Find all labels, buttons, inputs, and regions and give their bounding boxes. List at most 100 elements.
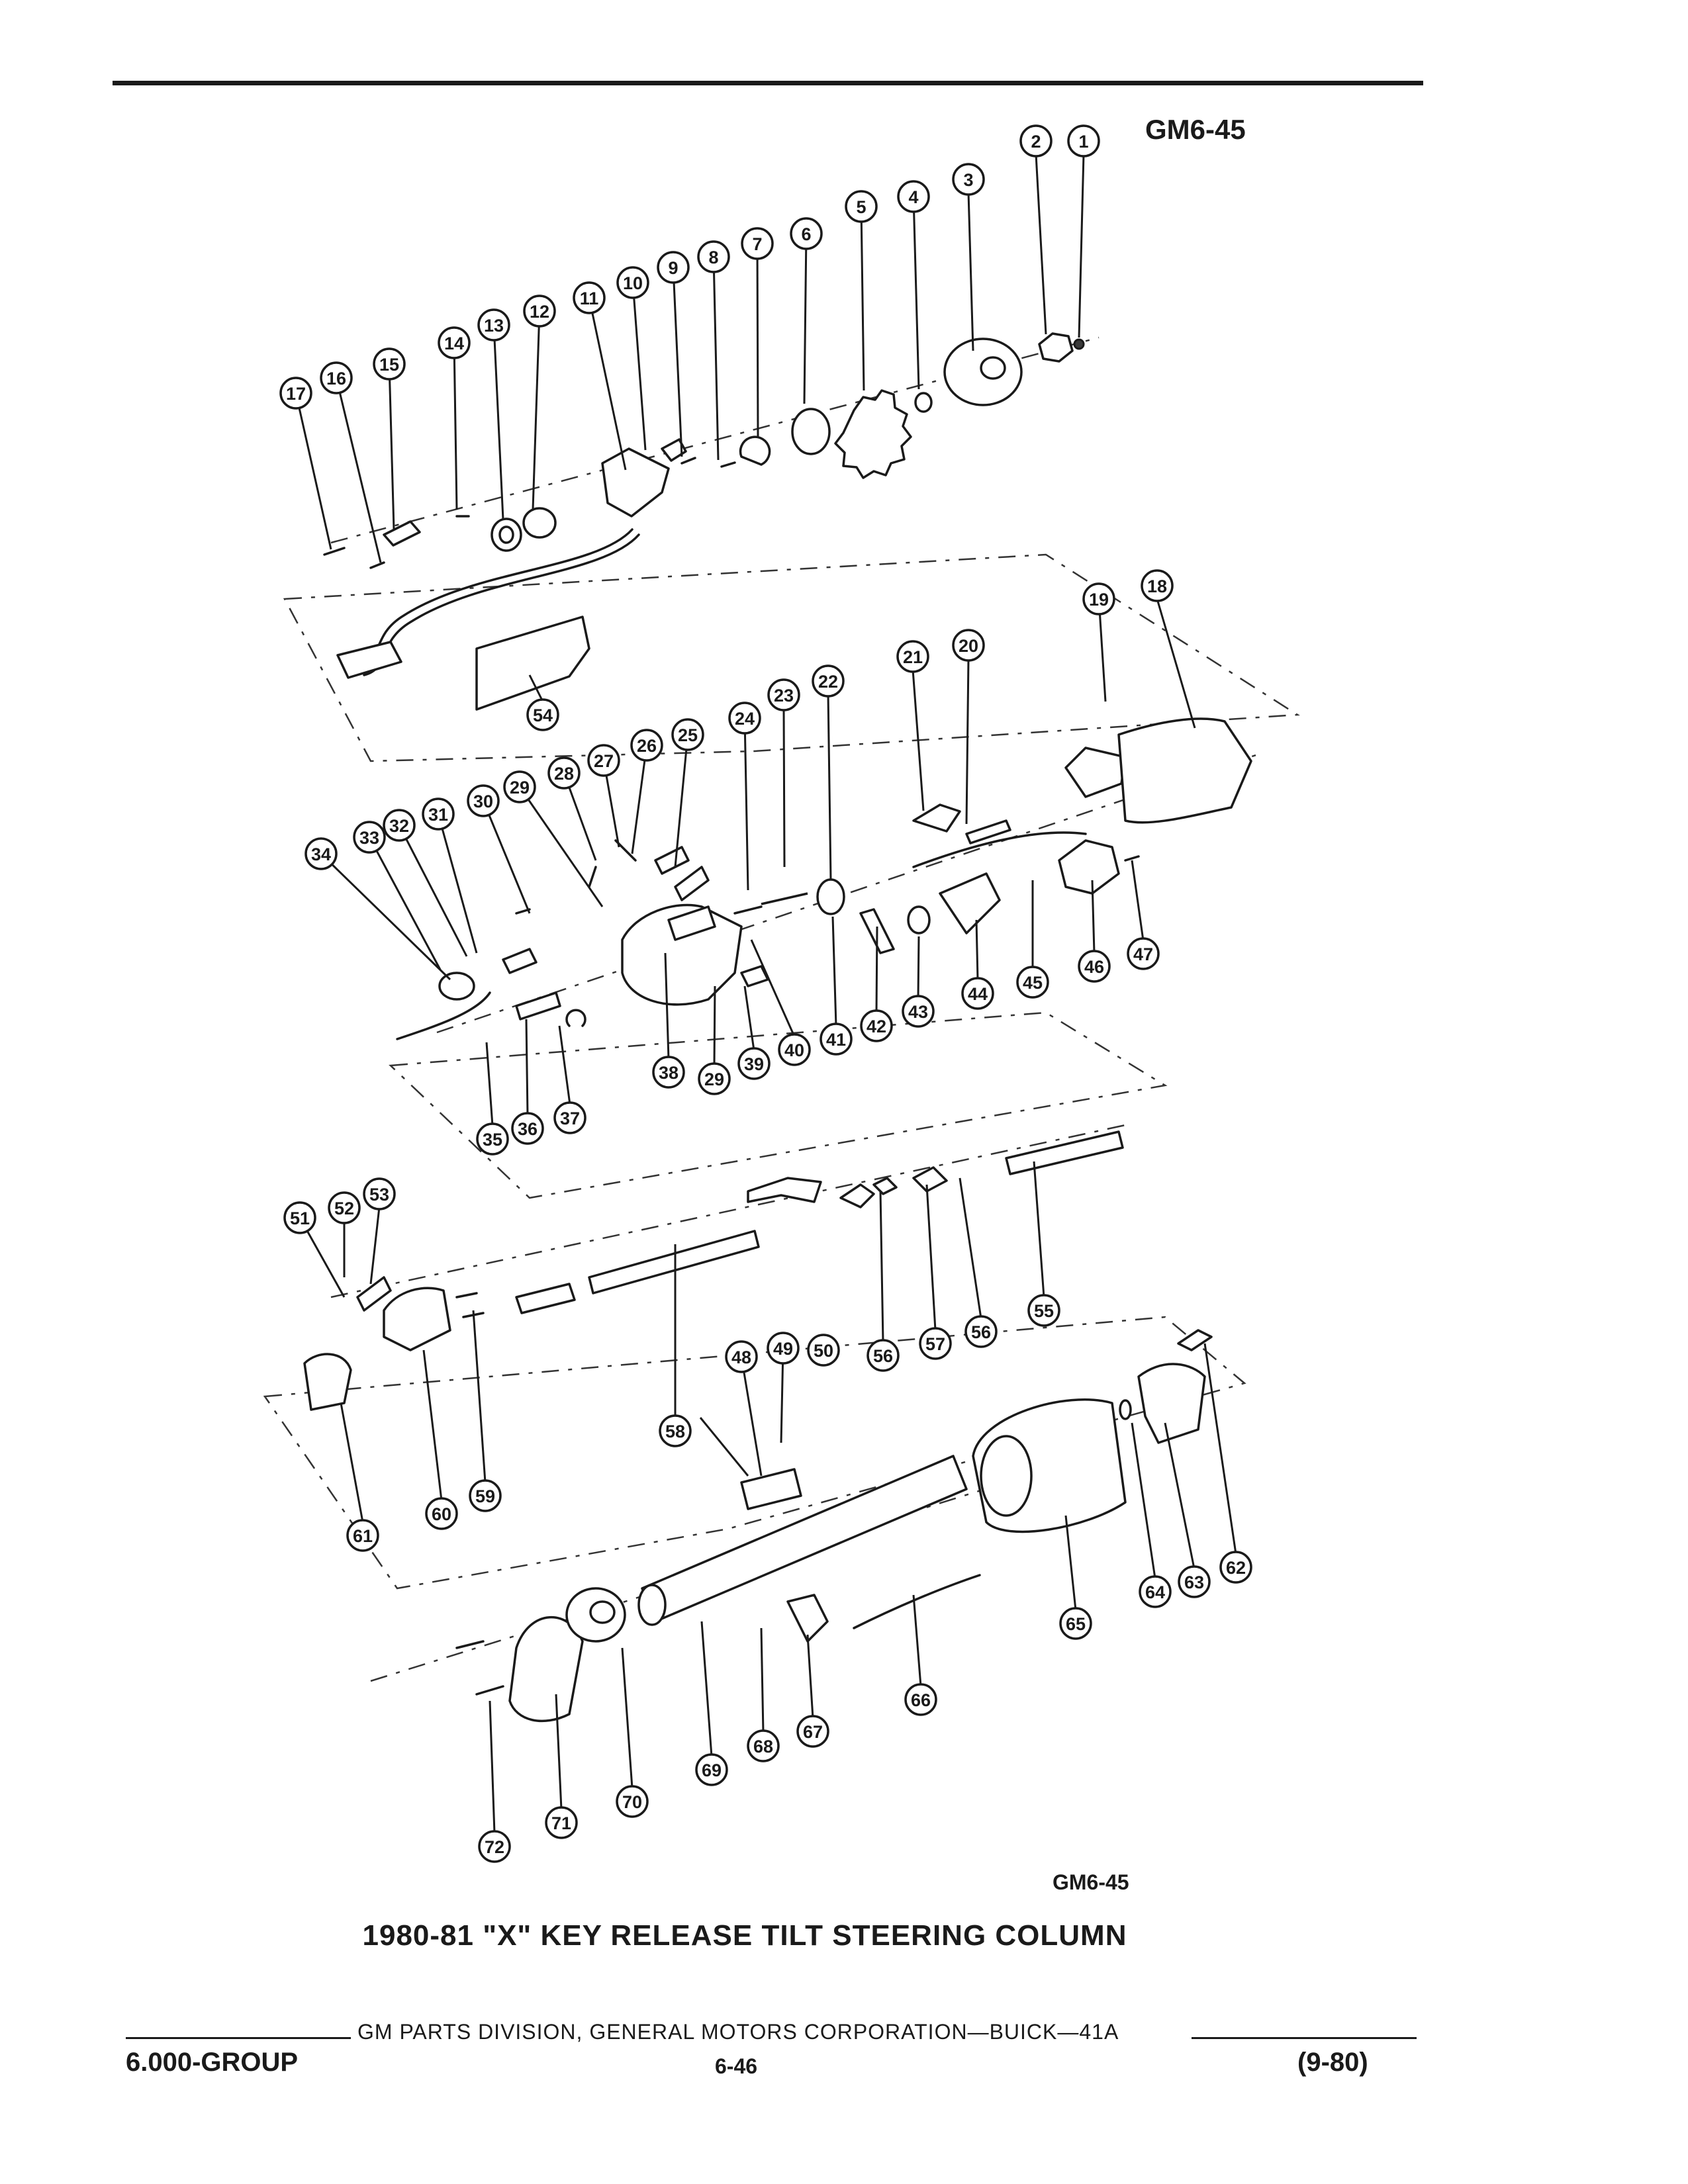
figure-code-top: GM6-45 bbox=[1145, 114, 1246, 145]
callout-circle bbox=[778, 1033, 811, 1066]
callout-circle bbox=[305, 837, 338, 870]
callout-circle bbox=[478, 1830, 511, 1863]
callout-circle bbox=[728, 702, 761, 735]
callout-circle bbox=[545, 1806, 578, 1839]
callout-circle bbox=[796, 1715, 829, 1748]
callout-number: 65 bbox=[1066, 1614, 1086, 1634]
callout-circle bbox=[425, 1497, 458, 1530]
callout-circle bbox=[279, 377, 312, 410]
callout-15: 15 bbox=[373, 347, 406, 381]
callout-circle bbox=[652, 1056, 685, 1089]
callout-number: 24 bbox=[735, 709, 755, 729]
callout-number: 70 bbox=[622, 1792, 642, 1812]
callout-71: 71 bbox=[545, 1806, 578, 1839]
callout-number: 9 bbox=[668, 258, 678, 278]
callout-42: 42 bbox=[860, 1009, 893, 1042]
callout-circle bbox=[1019, 124, 1053, 158]
callout-number: 36 bbox=[518, 1119, 538, 1139]
callout-circle bbox=[526, 698, 559, 731]
callout-circle bbox=[587, 744, 620, 777]
callout-circle bbox=[523, 295, 556, 328]
callout-39: 39 bbox=[737, 1047, 771, 1080]
footer-revision-date: (9-80) bbox=[1297, 2048, 1368, 2077]
callout-number: 1 bbox=[1078, 132, 1088, 152]
callout-number: 14 bbox=[444, 334, 464, 353]
callout-32: 32 bbox=[383, 809, 416, 842]
callout-19: 19 bbox=[1082, 582, 1115, 615]
callout-number: 7 bbox=[752, 234, 762, 254]
callout-61: 61 bbox=[346, 1519, 379, 1552]
callout-number: 8 bbox=[708, 248, 718, 267]
callout-number: 62 bbox=[1226, 1558, 1246, 1578]
callout-2: 2 bbox=[1019, 124, 1053, 158]
callout-69: 69 bbox=[695, 1753, 728, 1786]
callout-circle bbox=[1127, 937, 1160, 970]
callout-26: 26 bbox=[630, 729, 663, 762]
callout-circle bbox=[467, 784, 500, 817]
callout-circle bbox=[283, 1201, 316, 1234]
callout-7: 7 bbox=[741, 227, 774, 260]
callout-circle bbox=[1219, 1551, 1252, 1584]
callout-number: 66 bbox=[911, 1690, 931, 1710]
callout-1: 1 bbox=[1067, 124, 1100, 158]
callout-circle bbox=[737, 1047, 771, 1080]
callout-number: 57 bbox=[925, 1334, 945, 1354]
callout-number: 54 bbox=[533, 705, 553, 725]
callout-number: 56 bbox=[971, 1322, 991, 1342]
callout-circle bbox=[860, 1009, 893, 1042]
callout-circle bbox=[867, 1339, 900, 1372]
callout-number: 71 bbox=[551, 1813, 571, 1833]
callout-10: 10 bbox=[616, 266, 649, 299]
shaft-parts bbox=[303, 1130, 1124, 1411]
callout-circle bbox=[902, 995, 935, 1028]
callout-6: 6 bbox=[790, 217, 823, 250]
callout-number: 59 bbox=[475, 1486, 495, 1506]
callout-46: 46 bbox=[1078, 950, 1111, 983]
callout-circle bbox=[511, 1112, 544, 1145]
callout-28: 28 bbox=[547, 756, 581, 790]
callout-51: 51 bbox=[283, 1201, 316, 1234]
callout-circle bbox=[328, 1191, 361, 1224]
footer-page-number: 6-46 bbox=[715, 2054, 758, 2078]
upper-assembly-parts bbox=[396, 615, 1252, 1040]
callout-number: 49 bbox=[773, 1339, 793, 1359]
callout-number: 10 bbox=[623, 273, 643, 293]
callout-3: 3 bbox=[952, 163, 985, 196]
callout-number: 13 bbox=[484, 316, 504, 336]
axis-line-shaft bbox=[330, 1124, 1126, 1298]
callout-circle bbox=[477, 308, 510, 341]
callout-53: 53 bbox=[363, 1177, 396, 1210]
callout-circle bbox=[812, 664, 845, 698]
callout-45: 45 bbox=[1016, 966, 1049, 999]
callout-66: 66 bbox=[904, 1683, 937, 1716]
callout-number: 69 bbox=[702, 1760, 722, 1780]
callout-circle bbox=[952, 163, 985, 196]
callout-43: 43 bbox=[902, 995, 935, 1028]
callout-number: 25 bbox=[678, 725, 698, 745]
callout-circle bbox=[961, 977, 994, 1010]
callout-number: 43 bbox=[908, 1002, 928, 1022]
callout-number: 67 bbox=[803, 1722, 823, 1742]
callout-number: 23 bbox=[774, 686, 794, 705]
callout-36: 36 bbox=[511, 1112, 544, 1145]
callout-11: 11 bbox=[573, 281, 606, 314]
axis-line-mid bbox=[436, 753, 1258, 1034]
callout-number: 29 bbox=[510, 778, 530, 797]
callout-circle bbox=[1178, 1565, 1211, 1598]
callout-circle bbox=[503, 770, 536, 803]
callout-56: 56 bbox=[867, 1339, 900, 1372]
callout-circle bbox=[383, 809, 416, 842]
callout-circle bbox=[767, 1332, 800, 1365]
callout-circle bbox=[725, 1340, 758, 1373]
callout-circle bbox=[1082, 582, 1115, 615]
callout-number: 48 bbox=[731, 1347, 751, 1367]
callout-37: 37 bbox=[553, 1101, 586, 1134]
callout-number: 28 bbox=[554, 764, 574, 784]
top-rule bbox=[113, 81, 1423, 85]
callout-number: 58 bbox=[665, 1422, 685, 1441]
callout-30: 30 bbox=[467, 784, 500, 817]
callout-circle bbox=[1139, 1575, 1172, 1608]
callout-circle bbox=[1027, 1294, 1060, 1327]
callout-circle bbox=[820, 1023, 853, 1056]
callout-number: 41 bbox=[826, 1030, 846, 1050]
